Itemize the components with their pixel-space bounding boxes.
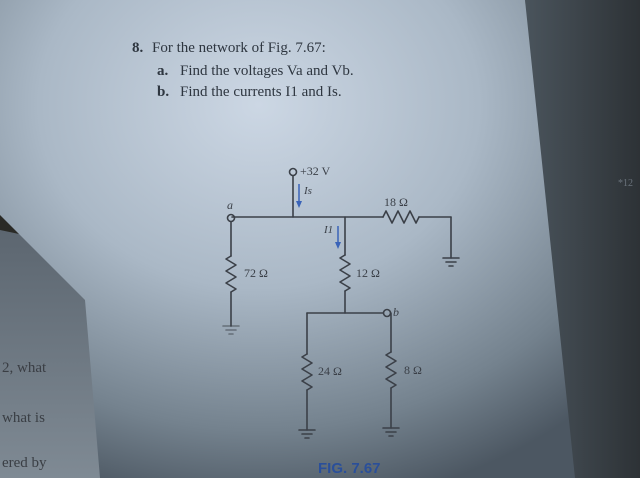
figure-caption: FIG. 7.67 bbox=[318, 460, 381, 477]
resistor-18 bbox=[382, 210, 420, 224]
node-a-label: a bbox=[227, 198, 233, 212]
current-is-label: Is bbox=[304, 185, 312, 197]
current-i1-label: I1 bbox=[324, 224, 334, 236]
resistor-8-label: 8 Ω bbox=[404, 363, 422, 377]
current-i1-arrowhead bbox=[335, 242, 341, 249]
ground-symbol bbox=[382, 427, 400, 437]
left-page-line-1: 2, what bbox=[2, 360, 47, 376]
main-page bbox=[0, 0, 575, 478]
part-a-text: Find the voltages Va and Vb. bbox=[180, 63, 354, 79]
node-b-label: b bbox=[393, 305, 399, 319]
resistor-12 bbox=[339, 254, 351, 292]
resistor-24-label: 24 Ω bbox=[318, 364, 342, 378]
resistor-8 bbox=[385, 351, 397, 389]
right-page-marker: *12 bbox=[618, 178, 633, 189]
supply-voltage-label: +32 V bbox=[300, 164, 331, 178]
problem-number: 8. bbox=[132, 40, 144, 56]
resistor-72-label: 72 Ω bbox=[244, 266, 268, 280]
left-page-line-2: what is bbox=[2, 410, 45, 426]
current-is-arrowhead bbox=[296, 201, 302, 208]
ground-symbol bbox=[222, 325, 240, 335]
problem-intro: For the network of Fig. 7.67: bbox=[152, 40, 326, 56]
ground-symbol bbox=[442, 257, 460, 267]
ground-symbol bbox=[298, 429, 316, 439]
left-page-line-3: ered by bbox=[2, 455, 47, 471]
resistor-18-label: 18 Ω bbox=[384, 195, 408, 209]
resistor-12-label: 12 Ω bbox=[356, 266, 380, 280]
resistor-72 bbox=[225, 255, 237, 293]
part-b-text: Find the currents I1 and Is. bbox=[180, 84, 342, 100]
resistor-24 bbox=[301, 353, 313, 391]
part-a-letter: a. bbox=[157, 63, 169, 79]
part-b-letter: b. bbox=[157, 84, 170, 100]
